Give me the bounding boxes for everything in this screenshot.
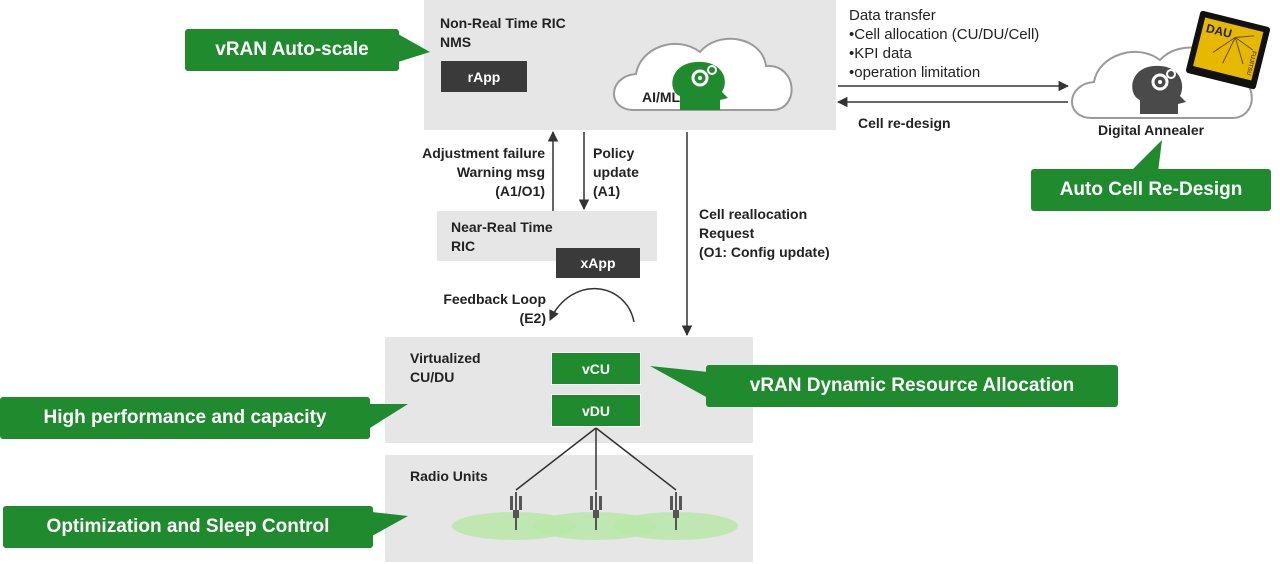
ai-head-gear-icon <box>672 61 728 110</box>
callout-pointer-dynamic <box>650 366 708 398</box>
ai-ml-label: AI/ML <box>642 89 681 105</box>
callout-optimization-sleep: Optimization and Sleep Control <box>3 506 373 548</box>
radio-units-panel <box>385 455 753 562</box>
callout-auto-cell-redesign: Auto Cell Re-Design <box>1031 169 1271 211</box>
callout-pointer-optimization <box>372 512 408 536</box>
dau-chip-icon <box>1185 10 1271 90</box>
vdu-box[interactable]: vDU <box>551 394 641 427</box>
antenna-icon <box>670 492 682 530</box>
feedback-loop-label: Feedback Loop (E2) <box>443 291 546 326</box>
rapp-box[interactable]: rApp <box>441 61 527 92</box>
radio-units-title: Radio Units <box>410 468 488 484</box>
antenna-icon <box>590 492 602 530</box>
non-rt-ric-title: Non-Real Time RIC NMS <box>440 15 566 50</box>
callout-vran-autoscale: vRAN Auto-scale <box>185 29 399 71</box>
xapp-box[interactable]: xApp <box>556 248 640 278</box>
adjustment-failure-label: Adjustment failure Warning msg (A1/O1) <box>422 145 545 199</box>
cell-reallocation-label: Cell reallocation Request (O1: Config up… <box>699 206 830 260</box>
callout-pointer-autoscale <box>398 34 430 62</box>
annealer-head-gear-icon <box>1132 65 1186 114</box>
policy-update-label: Policy update (A1) <box>593 145 639 199</box>
vcu-box[interactable]: vCU <box>551 352 641 385</box>
data-transfer-label: Data transfer •Cell allocation (CU/DU/Ce… <box>849 7 1040 81</box>
digital-annealer-label: Digital Annealer <box>1098 122 1205 138</box>
callout-high-performance: High performance and capacity <box>0 397 370 439</box>
near-rt-ric-title: Near-Real Time RIC <box>451 219 553 254</box>
cell-redesign-label: Cell re-design <box>858 115 951 131</box>
callout-pointer-high-perf <box>370 404 408 428</box>
antenna-icon <box>510 492 522 530</box>
callout-vran-dynamic-resource-allocation: vRAN Dynamic Resource Allocation <box>706 365 1118 407</box>
virtualized-cudu-title: Virtualized CU/DU <box>410 350 481 385</box>
callout-pointer-auto-cell <box>1130 140 1162 172</box>
